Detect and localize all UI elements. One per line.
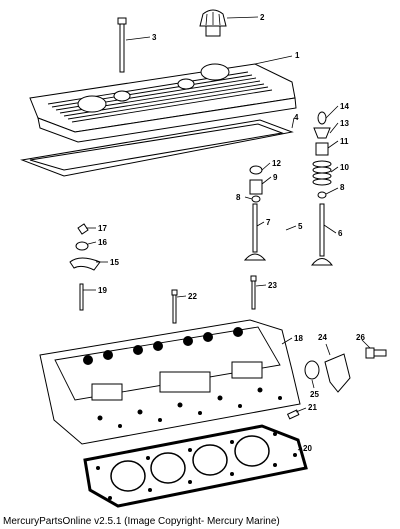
exhaust-valve: [310, 203, 334, 266]
callout-16: 16: [98, 238, 107, 247]
valve-cover-gasket: [20, 119, 294, 177]
leader-lines: [83, 16, 371, 451]
callout-4: 4: [294, 113, 299, 122]
head-bolts: [171, 275, 257, 324]
exploded-parts-diagram: 1 2 3 4 5 6 7 8 8 9 10 11 12 13 14 15 16…: [20, 9, 387, 508]
callout-8-left: 8: [236, 193, 241, 202]
callout-20: 20: [303, 444, 312, 453]
callout-21: 21: [308, 403, 317, 412]
cover-bolt: [117, 17, 127, 73]
callout-18: 18: [294, 334, 303, 343]
callout-11: 11: [340, 137, 349, 146]
callout-14: 14: [340, 102, 349, 111]
callout-1: 1: [295, 51, 300, 60]
callout-3: 3: [152, 33, 157, 42]
plug: [286, 409, 300, 420]
callout-8-right: 8: [340, 183, 345, 192]
callout-10: 10: [340, 163, 349, 172]
callout-7: 7: [266, 218, 271, 227]
callout-15: 15: [110, 258, 119, 267]
callout-numbers: 1 2 3 4 5 6 7 8 8 9 10 11 12 13 14 15 16…: [98, 13, 365, 453]
callout-26: 26: [356, 333, 365, 342]
callout-13: 13: [340, 119, 349, 128]
cylinder-head: [39, 319, 301, 445]
callout-5: 5: [298, 222, 303, 231]
callout-22: 22: [188, 292, 197, 301]
valve-seal-set: [249, 165, 263, 203]
callout-23: 23: [268, 281, 277, 290]
rocker-arm-set: [69, 223, 101, 311]
callout-17: 17: [98, 224, 107, 233]
callout-9: 9: [273, 173, 278, 182]
temperature-sender-group: [304, 347, 387, 393]
oil-filler-cap: [199, 9, 227, 37]
callout-19: 19: [98, 286, 107, 295]
valve-spring-assembly: [312, 111, 332, 199]
callout-24: 24: [318, 333, 327, 342]
callout-12: 12: [272, 159, 281, 168]
callout-2: 2: [260, 13, 265, 22]
head-gasket: [83, 424, 308, 508]
callout-6: 6: [338, 229, 343, 238]
copyright-footer: MercuryPartsOnline v2.5.1 (Image Copyrig…: [3, 516, 280, 527]
callout-25: 25: [310, 390, 319, 399]
intake-valve: [243, 203, 267, 261]
valve-cover: [29, 63, 297, 143]
